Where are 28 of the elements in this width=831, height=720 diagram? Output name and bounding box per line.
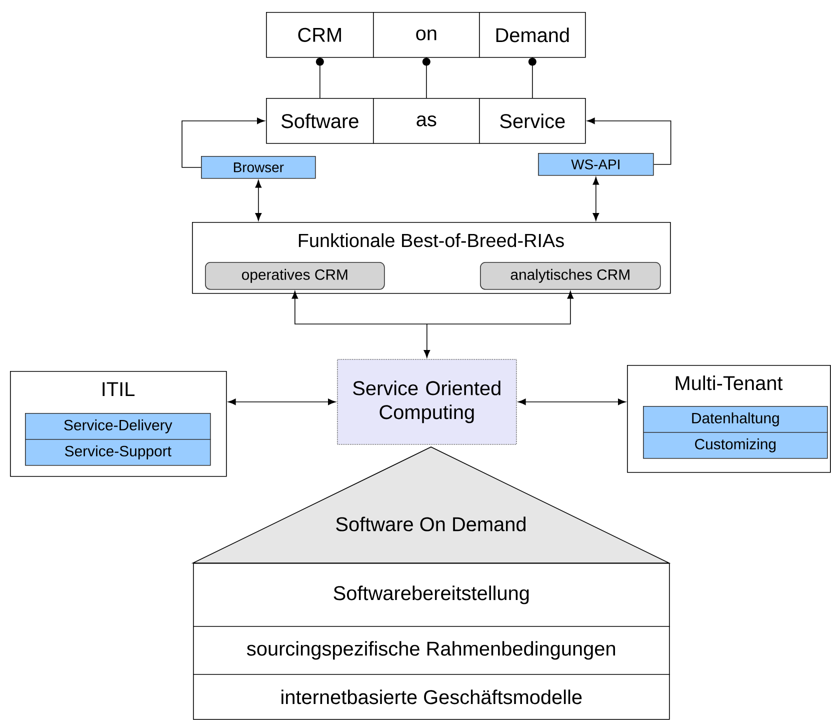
layer-box: internetbasierte Geschäftsmodelle — [193, 674, 670, 720]
word-box: as — [373, 98, 480, 144]
word-box: Software — [266, 98, 374, 144]
module-box: operatives CRM — [205, 262, 385, 290]
connector — [182, 118, 265, 168]
label-box: Browser — [201, 156, 316, 179]
label-box: WS-API — [538, 153, 654, 176]
layer-box: Softwarebereitstellung — [193, 563, 670, 627]
label-box: Datenhaltung — [643, 406, 828, 433]
connector — [228, 398, 336, 406]
label-box: Service-Support — [25, 439, 211, 466]
connector — [592, 176, 600, 221]
connector — [292, 291, 574, 358]
label-box: Customizing — [643, 432, 828, 459]
connector — [255, 180, 262, 221]
layer-box: sourcingspezifische Rahmenbedingungen — [193, 626, 670, 675]
connector — [587, 118, 672, 165]
word-box: Service — [479, 98, 586, 144]
word-box: on — [373, 12, 480, 58]
center-box: Service Oriented Computing — [337, 359, 517, 445]
label-box: Service-Delivery — [25, 413, 211, 440]
module-box: analytisches CRM — [480, 262, 661, 290]
connector — [518, 398, 626, 406]
word-box: Demand — [479, 12, 586, 58]
connector — [422, 57, 430, 98]
connector — [316, 57, 324, 98]
connector — [528, 57, 536, 98]
word-box: CRM — [266, 12, 374, 58]
